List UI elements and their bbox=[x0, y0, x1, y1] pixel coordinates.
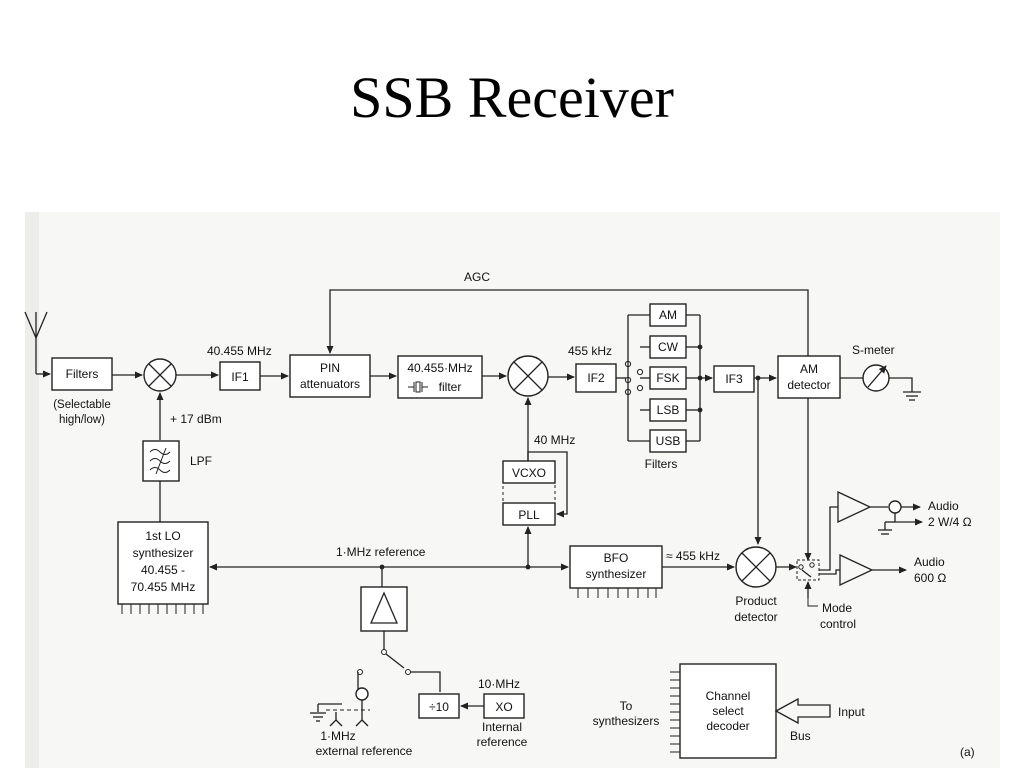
first-mixer bbox=[143, 358, 177, 392]
pll-label: PLL bbox=[518, 508, 540, 522]
channel-select-decoder-box bbox=[679, 663, 777, 759]
if2-label: IF2 bbox=[587, 371, 605, 385]
lo-label-4: 70.455 MHz bbox=[131, 580, 196, 594]
product-detector-label-2: detector bbox=[734, 610, 777, 624]
figure-label: (a) bbox=[960, 745, 975, 759]
if1-label: IF1 bbox=[231, 370, 249, 384]
agc-line bbox=[326, 289, 809, 356]
pin-label-1: PIN bbox=[320, 361, 340, 375]
input-filters-label: Filters bbox=[66, 367, 99, 381]
external-ref-label-1: 1·MHz bbox=[320, 729, 355, 743]
selectable-label-1: (Selectable bbox=[53, 399, 111, 411]
xo-label: XO bbox=[495, 700, 512, 714]
bus-label: Bus bbox=[790, 729, 811, 743]
lo-label-2: synthesizer bbox=[133, 546, 194, 560]
am-detector-label-1: AM bbox=[800, 362, 818, 376]
vcxo-label: VCXO bbox=[512, 466, 546, 480]
lsb-filter-box bbox=[649, 398, 687, 422]
external-ref-label-2: external reference bbox=[316, 744, 413, 758]
channel-decoder-label-2: select bbox=[712, 704, 744, 718]
filter-bank-caption: Filters bbox=[645, 457, 678, 471]
lo-label-3: 40.455 - bbox=[141, 563, 185, 577]
product-detector bbox=[735, 546, 777, 588]
channel-decoder-label-1: Channel bbox=[706, 689, 751, 703]
scan-background bbox=[25, 212, 1000, 768]
crystal-filter-box bbox=[397, 355, 483, 399]
lsb-filter-label: LSB bbox=[657, 403, 680, 417]
first-lo-synthesizer-box bbox=[117, 521, 209, 605]
crystal-filter-label-2: filter bbox=[439, 380, 462, 394]
audio-600-label-2: 600 Ω bbox=[914, 571, 946, 585]
decoder-output-pins bbox=[670, 671, 680, 753]
internal-ref-label-2: reference bbox=[477, 735, 528, 749]
if3-label: IF3 bbox=[725, 372, 743, 386]
am-detector-box bbox=[777, 355, 841, 399]
cw-filter-label: CW bbox=[658, 340, 679, 354]
input-bus-arrow-icon bbox=[774, 697, 831, 725]
xo-freq-label: 10·MHz bbox=[478, 677, 520, 691]
bfo-label-2: synthesizer bbox=[586, 567, 647, 581]
cw-filter-box bbox=[649, 335, 687, 359]
buffer-triangle-icon bbox=[370, 591, 398, 624]
fsk-filter-label: FSK bbox=[656, 371, 679, 385]
to-synth-label-2: synthesizers bbox=[593, 714, 660, 728]
crystal-filter-label-1: 40.455·MHz bbox=[407, 361, 472, 375]
second-mixer bbox=[507, 355, 549, 397]
fsk-filter-box bbox=[649, 366, 687, 390]
lo-control-pins bbox=[121, 604, 204, 614]
am-filter-label: AM bbox=[659, 308, 677, 322]
divide-by-10-box bbox=[418, 693, 460, 719]
approx-455-label: ≈ 455 kHz bbox=[666, 549, 720, 563]
crystal-icon bbox=[408, 381, 428, 393]
bfo-control-pins bbox=[577, 588, 657, 598]
channel-decoder-label-3: decoder bbox=[706, 719, 749, 733]
usb-filter-box bbox=[649, 429, 687, 453]
audio-jack-icon bbox=[888, 500, 902, 514]
dbm-label: + 17 dBm bbox=[170, 412, 222, 426]
internal-ref-label-1: Internal bbox=[482, 720, 522, 734]
pin-label-2: attenuators bbox=[300, 377, 360, 391]
agc-label: AGC bbox=[464, 270, 490, 284]
audio-amp-600-icon bbox=[839, 553, 874, 587]
bfo-label-1: BFO bbox=[604, 551, 629, 565]
s-meter-icon bbox=[862, 364, 921, 401]
usb-filter-label: USB bbox=[656, 434, 681, 448]
am-filter-box bbox=[649, 303, 687, 327]
s-meter-label: S-meter bbox=[852, 343, 895, 357]
khz-455-label: 455 kHz bbox=[568, 344, 612, 358]
xo-box bbox=[483, 693, 525, 719]
am-detector-label-2: detector bbox=[787, 378, 830, 392]
audio-600-label-1: Audio bbox=[914, 555, 945, 569]
selectable-label-2: high/low) bbox=[59, 414, 105, 426]
audio-amp-2w-icon bbox=[837, 490, 872, 524]
input-label: Input bbox=[838, 705, 865, 719]
mhz-40-label: 40 MHz bbox=[534, 433, 575, 447]
freq-40455-label: 40.455 MHz bbox=[207, 344, 272, 358]
if3-box bbox=[713, 365, 755, 393]
divide-by-10-label: ÷10 bbox=[429, 700, 449, 714]
input-filters-box bbox=[51, 357, 113, 391]
ref-1mhz-label: 1·MHz reference bbox=[336, 545, 426, 559]
pll-box bbox=[502, 502, 556, 526]
slide-title: SSB Receiver bbox=[350, 65, 674, 130]
lo-label-1: 1st LO bbox=[145, 529, 180, 543]
scan-edge bbox=[25, 212, 39, 768]
product-detector-label-1: Product bbox=[735, 594, 777, 608]
lpf-label: LPF bbox=[190, 454, 212, 468]
mode-control-label-2: control bbox=[820, 617, 856, 631]
mode-control-label-1: Mode bbox=[822, 601, 852, 615]
external-reference-connector-icon bbox=[310, 672, 370, 727]
antenna-icon bbox=[24, 311, 51, 378]
lpf-icon bbox=[149, 447, 171, 475]
to-synth-label-1: To bbox=[620, 699, 633, 713]
audio-2w-label-2: 2 W/4 Ω bbox=[928, 515, 972, 529]
audio-2w-label-1: Audio bbox=[928, 499, 959, 513]
